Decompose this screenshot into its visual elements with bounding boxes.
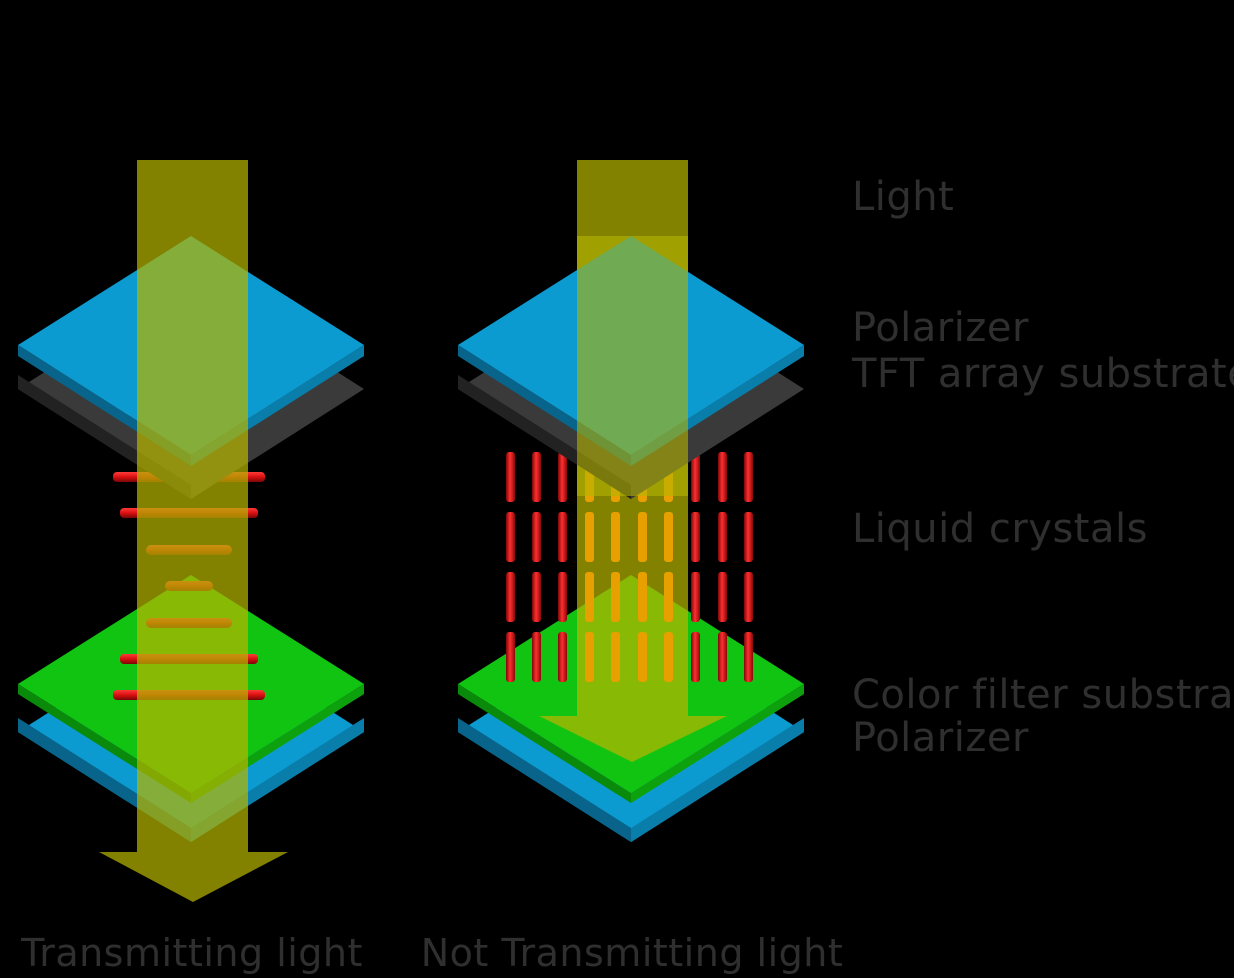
lc-rod (744, 572, 753, 622)
lc-rod (664, 572, 673, 622)
lc-rod (585, 572, 594, 622)
label-liquid-crystals: Liquid crystals (852, 506, 1148, 552)
lc-rod (506, 632, 515, 682)
lc-rod (532, 512, 541, 562)
lc-rod (585, 512, 594, 562)
lc-rod (718, 512, 727, 562)
lc-rod (691, 632, 700, 682)
label-color-filter-substrate: Color filter substrate (852, 672, 1234, 718)
lc-rod (638, 572, 647, 622)
label-tft-array-substrate: TFT array substrate (851, 351, 1234, 397)
lc-rod (611, 572, 620, 622)
lc-rod (611, 512, 620, 562)
lc-rod (611, 632, 620, 682)
lc-rod (532, 632, 541, 682)
lc-rod (506, 512, 515, 562)
left-light-beam (99, 160, 288, 902)
label-light: Light (852, 174, 954, 220)
lc-rod (558, 572, 567, 622)
lc-rod (744, 512, 753, 562)
lc-rod (558, 632, 567, 682)
lc-rod (744, 452, 753, 502)
lc-rod (558, 512, 567, 562)
captions: Transmitting light Not Transmitting ligh… (20, 931, 843, 975)
layer-labels: Light Polarizer TFT array substrate Liqu… (851, 174, 1234, 761)
lc-rod (718, 632, 727, 682)
left-stack (18, 160, 364, 902)
caption-not-transmitting: Not Transmitting light (421, 931, 844, 975)
right-stack (458, 160, 804, 842)
lc-rod (532, 572, 541, 622)
right-light-beam-top (577, 236, 688, 496)
lc-rod (718, 452, 727, 502)
lc-rod (691, 452, 700, 502)
lc-rod (691, 572, 700, 622)
lc-rod (585, 632, 594, 682)
label-polarizer-top: Polarizer (852, 305, 1029, 351)
lc-rod (532, 452, 541, 502)
lc-rod (506, 452, 515, 502)
lc-rod (638, 512, 647, 562)
lc-rod (718, 572, 727, 622)
label-polarizer-bottom: Polarizer (852, 715, 1029, 761)
lc-rod (691, 512, 700, 562)
lc-rod (558, 452, 567, 502)
lc-rod (664, 632, 673, 682)
lc-rod (638, 632, 647, 682)
lc-rod (744, 632, 753, 682)
caption-transmitting: Transmitting light (20, 931, 363, 975)
lc-rod (506, 572, 515, 622)
lc-rod (664, 512, 673, 562)
